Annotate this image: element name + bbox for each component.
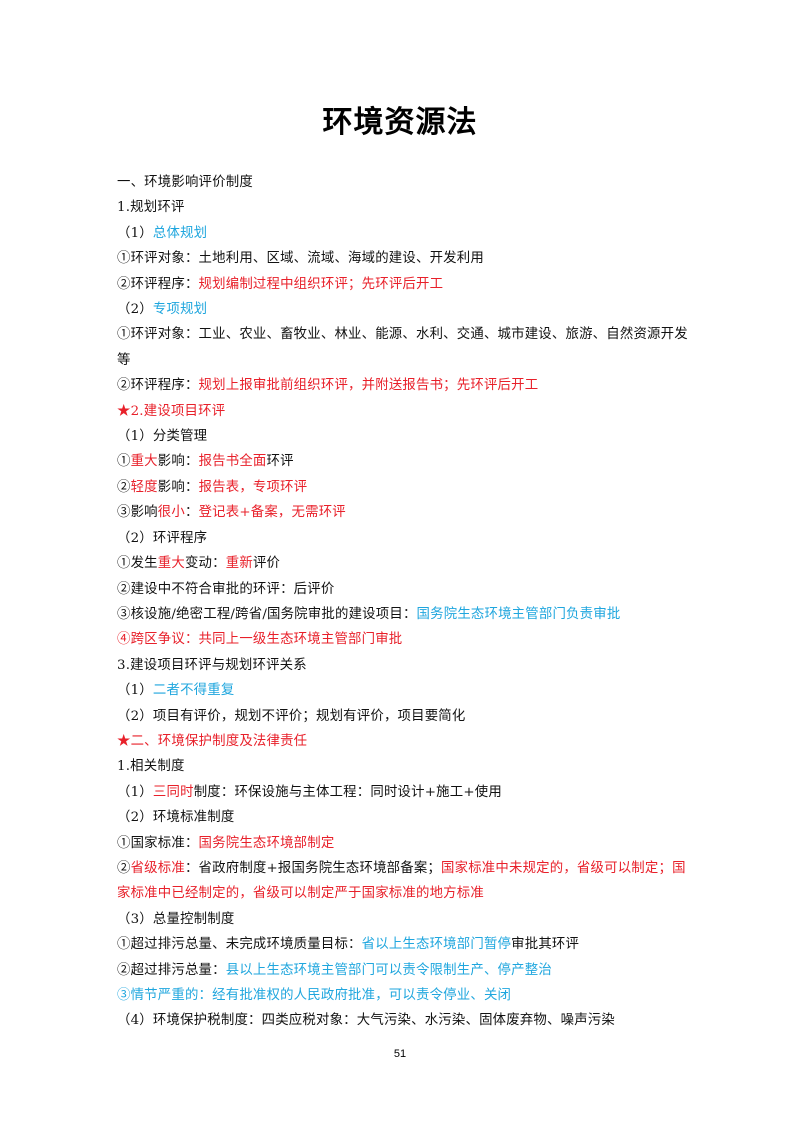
text-segment: ①环评对象：土地利用、区域、流域、海域的建设、开发利用: [117, 251, 484, 267]
text-segment: ①国家标准：: [117, 835, 199, 851]
text-segment: ③核设施/绝密工程/跨省/国务院审批的建设项目：: [117, 606, 417, 622]
text-segment: 1.相关制度: [117, 759, 185, 775]
text-line: ③情节严重的：经有批准权的人民政府批准，可以责令停业、关闭: [117, 983, 692, 1008]
text-segment: （2）环境标准制度: [117, 810, 235, 826]
text-line: ②建设中不符合审批的环评：后评价: [117, 577, 692, 602]
highlight-red: 三同时: [152, 784, 194, 800]
text-segment: （3）总量控制制度: [117, 911, 235, 927]
text-line: （3）总量控制制度: [117, 907, 692, 932]
text-segment: 环评: [266, 454, 294, 470]
text-line: （2）环境标准制度: [117, 805, 692, 830]
highlight-red: 报告书全面: [198, 454, 267, 470]
text-line: （4）环境保护税制度：四类应税对象：大气污染、水污染、固体废弃物、噪声污染: [117, 1008, 692, 1033]
text-segment: （1）: [117, 683, 153, 699]
highlight-red: ★2.建设项目环评: [117, 403, 226, 419]
highlight-blue: 专项规划: [152, 302, 208, 318]
text-segment: ①: [117, 454, 131, 470]
text-line: ①发生重大变动：重新评价: [117, 551, 692, 576]
text-segment: ①发生: [117, 556, 158, 572]
text-segment: ②超过排污总量：: [117, 962, 226, 978]
text-segment: 审批其环评: [511, 937, 580, 953]
highlight-blue: 国务院生态环境主管部门负责审批: [416, 606, 621, 622]
text-segment: ②建设中不符合审批的环评：后评价: [117, 581, 335, 597]
text-segment: ：省政府制度+报国务院生态环境部备案；: [184, 860, 442, 876]
text-segment: ②环评程序：: [117, 378, 199, 394]
highlight-red: 重大: [130, 454, 158, 470]
text-segment: 3.建设项目环评与规划环评关系: [117, 657, 307, 673]
text-line: （2）环评程序: [117, 526, 692, 551]
text-segment: 一、环境影响评价制度: [117, 175, 253, 190]
text-segment: ②: [117, 860, 131, 876]
text-line: ①环评对象：土地利用、区域、流域、海域的建设、开发利用: [117, 246, 692, 271]
text-line: ④跨区争议：共同上一级生态环境主管部门审批: [117, 627, 692, 652]
highlight-blue: 二者不得重复: [152, 683, 235, 699]
text-line: 1.规划环评: [117, 195, 692, 220]
text-line: ②轻度影响：报告表，专项环评: [117, 475, 692, 500]
highlight-blue: 省以上生态环境部门暂停: [361, 937, 512, 953]
highlight-red: 国务院生态环境部制定: [198, 835, 335, 851]
highlight-red: 省级标准: [130, 860, 185, 876]
highlight-red: 国家标准中未规定的，省级可以制定；国家标准中已经制定的，省级可以制定严于国家标准…: [117, 860, 686, 902]
highlight-red: 很小: [157, 505, 185, 521]
text-segment: ①超过排污总量、未完成环境质量目标：: [117, 937, 362, 953]
text-segment: （2）: [117, 302, 153, 318]
text-segment: 制度：环保设施与主体工程：同时设计+施工+使用: [193, 784, 502, 800]
text-line: 1.相关制度: [117, 754, 692, 779]
highlight-red: 重新: [225, 556, 253, 572]
text-line: ①环评对象：工业、农业、畜牧业、林业、能源、水利、交通、城市建设、旅游、自然资源…: [117, 322, 692, 373]
text-segment: ③影响: [117, 505, 158, 521]
highlight-blue: ③情节严重的：经有批准权的人民政府批准，可以责令停业、关闭: [117, 988, 512, 1003]
text-line: ★二、环境保护制度及法律责任: [117, 729, 692, 754]
highlight-red: 轻度: [130, 479, 158, 495]
highlight-blue: 总体规划: [152, 225, 208, 241]
text-line: （1）二者不得重复: [117, 678, 692, 703]
text-segment: （1）分类管理: [117, 429, 208, 445]
text-line: （2）专项规划: [117, 297, 692, 322]
text-line: ③核设施/绝密工程/跨省/国务院审批的建设项目：国务院生态环境主管部门负责审批: [117, 602, 692, 627]
text-line: （2）项目有评价，规划不评价；规划有评价，项目要简化: [117, 704, 692, 729]
page-title: 环境资源法: [322, 105, 478, 140]
text-line: ①国家标准：国务院生态环境部制定: [117, 831, 692, 856]
highlight-red: ④跨区争议：共同上一级生态环境主管部门审批: [117, 632, 403, 648]
text-line: ②环评程序：规划上报审批前组织环评，并附送报告书；先环评后开工: [117, 373, 692, 398]
text-line: ②超过排污总量：县以上生态环境主管部门可以责令限制生产、停产整治: [117, 958, 692, 983]
highlight-red: 登记表+备案，无需环评: [198, 505, 346, 521]
highlight-red: 规划编制过程中组织环评；先环评后开工: [198, 276, 444, 292]
highlight-blue: 县以上生态环境主管部门可以责令限制生产、停产整治: [225, 962, 552, 978]
text-line: ②环评程序：规划编制过程中组织环评；先环评后开工: [117, 272, 692, 297]
text-line: ①超过排污总量、未完成环境质量目标：省以上生态环境部门暂停审批其环评: [117, 932, 692, 957]
highlight-red: 规划上报审批前组织环评，并附送报告书；先环评后开工: [198, 378, 539, 394]
page-number: 51: [393, 1048, 407, 1060]
highlight-red: 报告表，专项环评: [198, 479, 308, 495]
text-segment: （4）环境保护税制度：四类应税对象：大气污染、水污染、固体废弃物、噪声污染: [117, 1013, 615, 1029]
text-line: 一、环境影响评价制度: [117, 170, 692, 195]
text-segment: （2）项目有评价，规划不评价；规划有评价，项目要简化: [117, 708, 466, 724]
text-segment: ：: [184, 505, 199, 521]
text-line: ★2.建设项目环评: [117, 399, 692, 424]
text-segment: 变动：: [184, 556, 226, 572]
highlight-red: ★二、环境保护制度及法律责任: [117, 733, 308, 749]
text-line: （1）三同时制度：环保设施与主体工程：同时设计+施工+使用: [117, 780, 692, 805]
text-segment: ②: [117, 479, 131, 495]
text-line: ①重大影响：报告书全面环评: [117, 449, 692, 474]
text-segment: 影响：: [157, 454, 199, 470]
text-line: ②省级标准：省政府制度+报国务院生态环境部备案；国家标准中未规定的，省级可以制定…: [117, 856, 692, 907]
text-segment: 影响：: [157, 479, 199, 495]
text-line: （1）分类管理: [117, 424, 692, 449]
text-line: （1）总体规划: [117, 221, 692, 246]
highlight-red: 重大: [157, 556, 185, 572]
text-line: ③影响很小：登记表+备案，无需环评: [117, 500, 692, 525]
text-segment: ②环评程序：: [117, 276, 199, 292]
text-segment: 评价: [252, 556, 281, 572]
text-segment: （1）: [117, 225, 153, 241]
text-segment: （2）环评程序: [117, 530, 208, 546]
text-segment: ①环评对象：工业、农业、畜牧业、林业、能源、水利、交通、城市建设、旅游、自然资源…: [117, 327, 688, 368]
text-segment: 1.规划环评: [117, 200, 185, 216]
text-line: 3.建设项目环评与规划环评关系: [117, 653, 692, 678]
text-segment: （1）: [117, 784, 153, 800]
